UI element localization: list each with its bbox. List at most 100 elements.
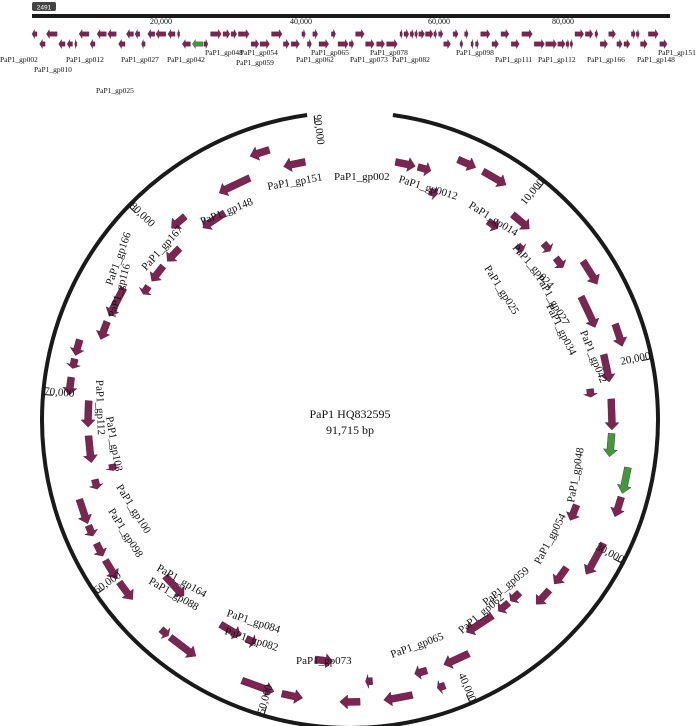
gene-arrow [403, 29, 409, 39]
gene-arrow [640, 39, 648, 49]
tick-mark [129, 207, 137, 214]
gene-arrow [584, 541, 607, 575]
gene-arrow [88, 478, 104, 490]
gene-arrow [167, 634, 197, 658]
gene-arrow [62, 376, 78, 396]
gene-arrow [46, 29, 58, 39]
circular-genome-map: 10,00020,00030,00040,00050,00060,00070,0… [40, 113, 660, 726]
circular-backbone [40, 113, 660, 726]
circular-gene-label: PaP1_gp112 [93, 380, 107, 436]
linear-gene-label: PaP1_gp166 [587, 55, 625, 64]
gene-arrow [600, 39, 608, 49]
gene-arrow [443, 650, 471, 669]
tick-mark [641, 358, 650, 362]
linear-gene-label: PaP1_gp112 [538, 55, 576, 64]
linear-gene-label: PaP1_gp012 [66, 55, 104, 64]
gene-arrow [192, 39, 204, 49]
gene-arrow [83, 435, 98, 464]
gene-arrow [67, 38, 73, 50]
gene-arrow [574, 29, 584, 39]
gene-arrow [349, 39, 354, 49]
gene-arrow [134, 29, 140, 39]
gene-arrow [158, 626, 171, 639]
linear-gene-label: PaP1_gp065 [311, 48, 349, 57]
gene-arrow [491, 39, 499, 49]
gene-arrow [540, 240, 554, 253]
tick-label: 40,000 [455, 671, 478, 704]
tick-label: 20,000 [619, 350, 652, 368]
gene-arrow [177, 29, 180, 39]
gene-arrow [386, 39, 398, 49]
gene-arrow [659, 39, 668, 49]
linear-tick-label: 40,000 [290, 17, 312, 26]
linear-gene-label: PaP1_gp082 [392, 55, 430, 64]
gene-arrow [428, 186, 438, 200]
gene-arrow [244, 634, 256, 649]
linear-gene-label: PaP1_gp042 [167, 55, 205, 64]
tick-label: 70,000 [44, 385, 76, 400]
linear-tick-label: 60,000 [428, 17, 450, 26]
circular-gene-label: PaP1_gp148 [199, 196, 256, 228]
gene-arrow [594, 29, 599, 39]
circular-gene-label: PaP1_gp073 [296, 655, 352, 667]
circular-gene-label: PaP1_gp014 [466, 199, 520, 239]
gene-arrow [318, 39, 329, 49]
gene-arrow [31, 28, 38, 40]
circular-gene-label: PaP1_gp151 [266, 171, 323, 192]
gene-arrow [585, 29, 594, 39]
gene-arrow [355, 29, 365, 39]
circular-gene-label: PaP1_gp054 [532, 511, 569, 566]
gene-arrow [105, 286, 127, 317]
circular-gene-label: PaP1_gp0012 [397, 173, 459, 202]
gene-arrow [623, 39, 631, 49]
gene-arrow [464, 29, 469, 39]
gene-arrow [283, 157, 307, 173]
gene-arrow [312, 29, 318, 39]
gene-arrow [74, 39, 77, 49]
tick-label: 30,000 [594, 541, 627, 566]
gene-arrow [75, 498, 92, 524]
gene-arrow [96, 29, 107, 39]
gene-arrow [433, 29, 437, 39]
gene-arrow [166, 245, 183, 262]
gene-arrow [418, 28, 425, 40]
gene-arrow [80, 400, 96, 428]
gene-arrow [182, 39, 191, 49]
gene-arrow [480, 29, 491, 39]
tick-mark [263, 705, 268, 714]
linear-gene-label: PaP1_gp002 [0, 55, 38, 64]
circular-gene-label: PaP1_gp002 [334, 171, 390, 183]
linear-gene-label: PaP1_gp062 [296, 55, 334, 64]
gene-arrow [481, 167, 507, 187]
gene-arrow [600, 353, 616, 383]
gene-arrow [307, 39, 312, 49]
tick-mark [313, 116, 316, 125]
gene-arrow [565, 39, 570, 49]
gene-arrow [337, 39, 349, 49]
circular-gene-label: PaP1_gp025 [481, 263, 521, 317]
gene-arrow [116, 579, 134, 600]
gene-arrow [291, 39, 300, 49]
badge-label: 2491 [37, 5, 52, 12]
tick-mark [45, 394, 54, 396]
gene-arrow [566, 503, 581, 521]
tick-label: 10,000 [518, 176, 547, 207]
gene-arrow [222, 29, 231, 39]
gene-arrow [339, 694, 361, 710]
gene-arrow [210, 29, 222, 39]
gene-arrow [497, 599, 512, 614]
circular-gene-arrows [62, 146, 632, 710]
gene-arrow [376, 39, 385, 49]
linear-gene-label: PaP1_gp073 [350, 55, 388, 64]
linear-gene-label: PaP1_gp025 [96, 86, 134, 95]
gene-arrow [459, 39, 463, 49]
gene-arrow [383, 691, 414, 707]
gene-arrow [583, 388, 598, 398]
linear-gene-label: PaP1_gp148 [637, 55, 675, 64]
gene-arrow [399, 29, 403, 39]
gene-arrow [617, 466, 632, 494]
gene-arrow [139, 284, 152, 295]
linear-gene-label: PaP1_gp059 [236, 58, 274, 67]
gene-arrow [500, 29, 510, 39]
tick-label: 90,000 [311, 114, 327, 146]
